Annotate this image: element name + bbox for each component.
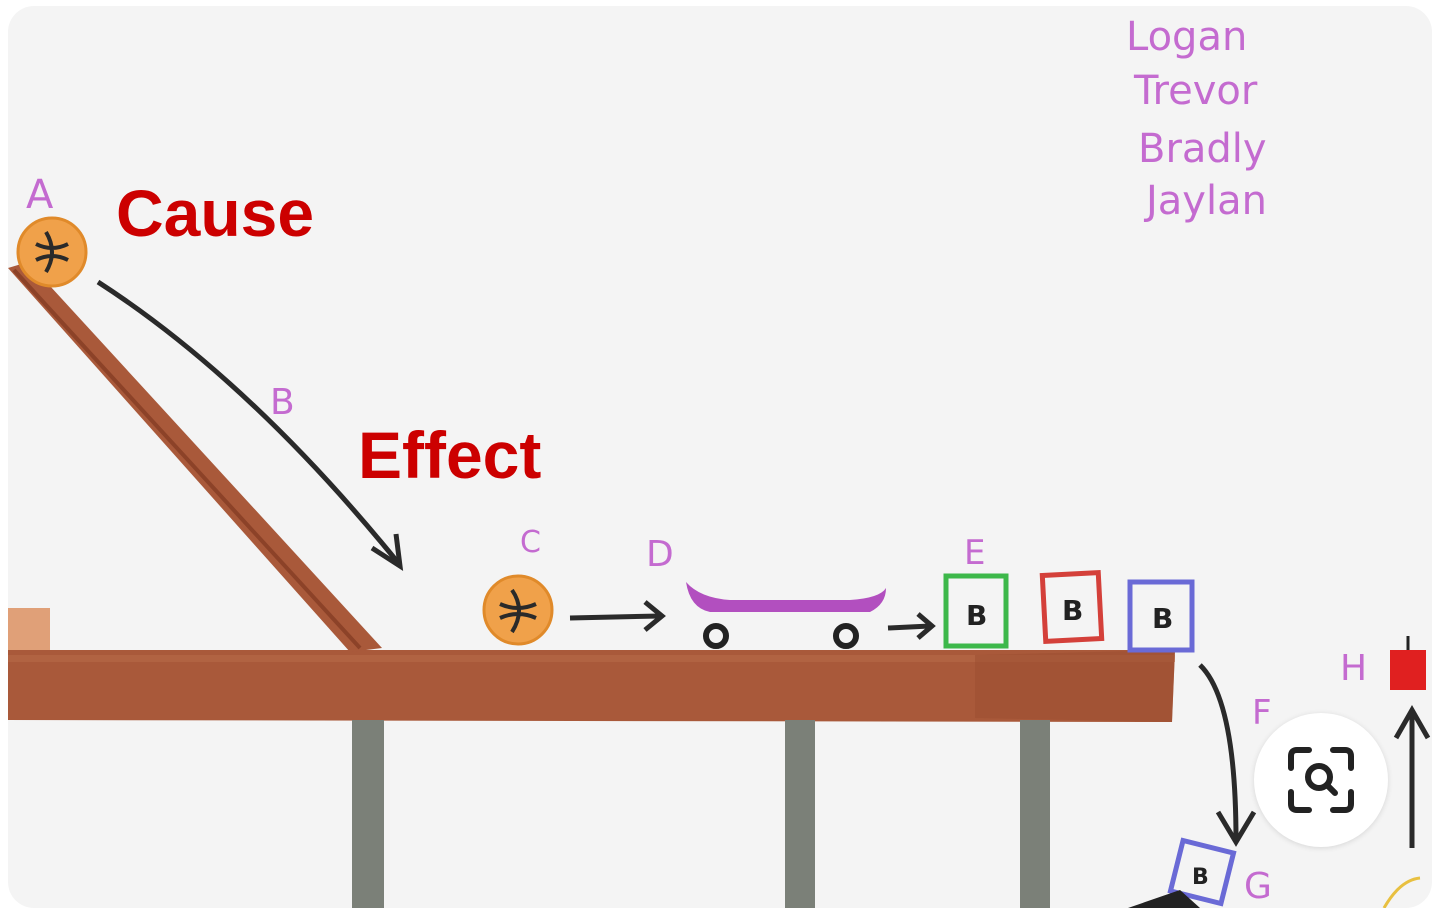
- ball-c: [484, 576, 552, 644]
- visual-search-button[interactable]: [1254, 713, 1388, 847]
- red-item-h: [1390, 650, 1426, 690]
- svg-text:B: B: [1062, 594, 1083, 627]
- ball-a: [18, 218, 86, 286]
- name: Bradly: [1138, 126, 1267, 172]
- table-leg: [785, 720, 815, 908]
- table-leg: [1020, 720, 1050, 908]
- block-red: B: [1042, 573, 1101, 642]
- block-green: B: [946, 576, 1006, 646]
- step-letter: B: [270, 382, 295, 423]
- svg-text:B: B: [1192, 865, 1209, 890]
- name: Trevor: [1133, 68, 1258, 114]
- name: Logan: [1126, 14, 1247, 60]
- arrow-d-to-e: [888, 626, 930, 628]
- visual-search-icon: [1283, 742, 1359, 818]
- ramp: [8, 262, 382, 652]
- step-letter: H: [1340, 648, 1367, 689]
- block-blue: B: [1130, 582, 1192, 650]
- cause-label: Cause: [116, 180, 314, 246]
- step-letter: E: [964, 533, 985, 573]
- effect-label: Effect: [358, 422, 541, 488]
- left-edge-block: [8, 608, 50, 653]
- skateboard: [686, 582, 886, 646]
- step-letter: G: [1244, 866, 1272, 907]
- arrow-c-to-d: [570, 616, 660, 618]
- step-letter: A: [26, 172, 54, 218]
- step-letter: D: [646, 534, 674, 575]
- svg-text:B: B: [966, 599, 987, 632]
- table-leg: [352, 720, 384, 908]
- name: Jaylan: [1143, 178, 1267, 224]
- step-letter: F: [1252, 693, 1272, 733]
- svg-text:B: B: [1152, 602, 1173, 635]
- step-letter: C: [520, 525, 541, 560]
- block-g: B: [1128, 840, 1234, 908]
